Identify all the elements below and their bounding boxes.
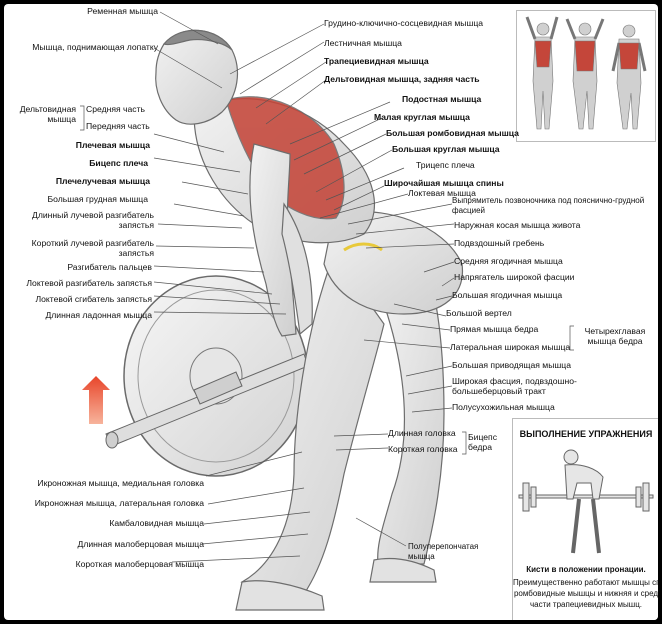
label-iliac-crest: Подвздошный гребень [454, 238, 545, 248]
label-semitendinosus: Полусухожильная мышца [452, 402, 555, 412]
label-extensor-digitorum: Разгибатель пальцев [67, 262, 152, 272]
label-levator-scapulae: Мышца, поднимающая лопатку [32, 42, 158, 52]
figure-body [155, 29, 464, 611]
label-triceps: Трицепс плеча [416, 160, 475, 170]
inset-title: ВЫПОЛНЕНИЕ УПРАЖНЕНИЯ [519, 429, 653, 439]
label-external-oblique: Наружная косая мышца живота [454, 220, 581, 230]
label-peroneus-longus: Длинная малоберцовая мышца [77, 539, 205, 549]
label-scalene: Лестничная мышца [324, 38, 402, 48]
exercise-inset: ВЫПОЛНЕНИЕ УПРАЖНЕНИЯ Кисти в положении … [512, 418, 658, 620]
label-deltoid-rear: Дельтовидная мышца, задняя часть [324, 74, 480, 84]
muscle-highlight-panel [516, 10, 656, 142]
label-tfl: Напрягатель широкой фасции [454, 272, 575, 282]
label-semimembranosus: Полуперепончатая мышца [408, 542, 479, 561]
label-latissimus: Широчайшая мышца спины [384, 178, 504, 188]
label-deltoid-front: Передняя часть [86, 121, 150, 131]
label-pectoralis-major: Большая грудная мышца [47, 194, 148, 204]
label-deltoid-group: Дельтовидная мышца [19, 104, 76, 124]
label-trapezius: Трапециевидная мышца [324, 56, 429, 66]
inset-caption-3: части трапециевидных мышц. [529, 600, 643, 609]
inset-caption-1: Преимущественно работают мышцы спи [513, 578, 658, 587]
label-anconeus: Локтевая мышца [408, 188, 476, 198]
label-teres-major: Большая круглая мышца [392, 144, 500, 154]
label-teres-minor: Малая круглая мышца [374, 112, 470, 122]
label-erector-spinae: Выпрямитель позвоночника под пояснично-г… [452, 196, 645, 215]
illustration [80, 11, 574, 611]
label-biceps-femoris-group: Бицепс бедра [468, 432, 497, 452]
label-scm: Грудино-ключично-сосцевидная мышца [324, 18, 484, 28]
label-vastus-lateralis: Латеральная широкая мышца [450, 342, 571, 352]
inset-drawing [518, 449, 654, 554]
iliac-crest-mark [343, 242, 383, 252]
label-rectus-femoris: Прямая мышца бедра [450, 324, 539, 334]
inset-caption-2: ромбовидные мышцы и нижняя и сред [513, 589, 658, 598]
label-ecr-brevis: Короткий лучевой разгибатель запястья [31, 238, 154, 258]
inset-caption-bold: Кисти в положении пронации. [526, 565, 646, 574]
label-bf-long-head: Длинная головка [388, 428, 456, 438]
label-deltoid-middle: Средняя часть [86, 104, 145, 114]
label-soleus: Камбаловидная мышца [109, 518, 204, 528]
label-it-band: Широкая фасция, подвздошно-большеберцовы… [452, 376, 577, 396]
label-gluteus-maximus: Большая ягодичная мышца [452, 290, 563, 300]
small-figures [525, 16, 647, 130]
label-adductor-magnus: Большая приводящая мышца [452, 360, 571, 370]
label-fcu: Локтевой сгибатель запястья [35, 294, 152, 304]
label-quadriceps-group: Четырехглавая мышца бедра [584, 326, 646, 346]
label-greater-trochanter: Большой вертел [446, 308, 512, 318]
up-arrow-icon [82, 376, 110, 424]
label-bf-short-head: Короткая головка [388, 444, 458, 454]
label-biceps: Бицепс плеча [89, 158, 148, 168]
label-infraspinatus: Подостная мышца [402, 94, 482, 104]
label-gastroc-lateral: Икроножная мышца, латеральная головка [34, 498, 204, 508]
label-gluteus-medius: Средняя ягодичная мышца [454, 256, 563, 266]
label-rhomboid-major: Большая ромбовидная мышца [386, 128, 519, 138]
label-brachialis: Плечевая мышца [75, 140, 150, 150]
label-ecu: Локтевой разгибатель запястья [26, 278, 152, 288]
label-peroneus-brevis: Короткая малоберцовая мышца [75, 559, 204, 569]
label-splenius: Ременная мышца [87, 6, 158, 16]
anatomy-diagram: ВЫПОЛНЕНИЕ УПРАЖНЕНИЯ Кисти в положении … [4, 4, 658, 620]
label-brachioradialis: Плечелучевая мышца [55, 176, 150, 186]
label-palmaris-longus: Длинная ладонная мышца [45, 310, 152, 320]
label-gastroc-medial: Икроножная мышца, медиальная головка [37, 478, 204, 488]
leader-lines [80, 11, 574, 563]
label-ecr-longus: Длинный лучевой разгибатель запястья [32, 210, 154, 230]
barbell-bar [105, 353, 309, 449]
